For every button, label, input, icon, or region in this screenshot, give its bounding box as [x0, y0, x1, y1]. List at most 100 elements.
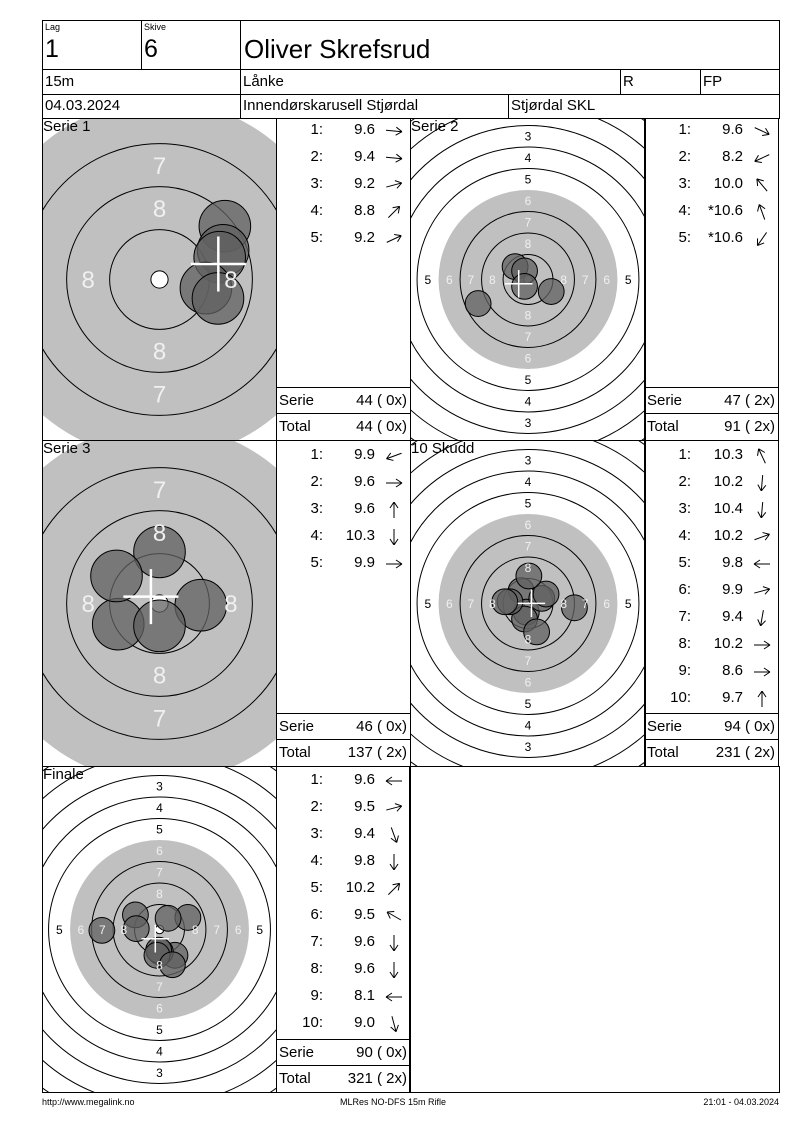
- arrow-path: [753, 559, 770, 569]
- arrow-path: [387, 882, 401, 896]
- ring-4: [411, 146, 645, 413]
- arrow-glyph: [386, 559, 403, 569]
- ring-5: [416, 492, 640, 715]
- shot-number: 5:: [678, 554, 691, 571]
- direction-arrow-icon: [390, 1016, 399, 1032]
- shot-row: 4:8.8: [277, 197, 411, 224]
- shot-row: 2:8.2: [645, 143, 779, 170]
- ring-label: 8: [153, 520, 166, 547]
- skive-label: Skive: [144, 22, 167, 32]
- ring-label: 8: [156, 887, 163, 901]
- ring-label: 5: [525, 373, 532, 387]
- shot-score: 9.5: [354, 798, 375, 815]
- ring-label: 7: [582, 273, 589, 287]
- serie-value: 46 ( 0x): [356, 718, 407, 735]
- arrow-glyph: [386, 452, 402, 461]
- ring-label: 5: [525, 697, 532, 711]
- ring-label: 7: [156, 980, 163, 994]
- total-label: Total: [647, 418, 679, 435]
- direction-arrow-icon: [756, 178, 768, 192]
- ring-label: 8: [224, 267, 237, 294]
- ring-label: 4: [525, 395, 532, 409]
- shot-row: 4:10.2: [645, 522, 779, 549]
- ring-label: 7: [213, 923, 220, 937]
- ring-label: 8: [525, 309, 532, 323]
- direction-arrow-icon: [386, 452, 402, 461]
- shot-hole: [88, 916, 116, 944]
- direction-arrow-icon: [386, 911, 402, 921]
- ring-label: 6: [156, 844, 163, 858]
- ring-3: [411, 449, 645, 758]
- arrow-glyph: [756, 178, 768, 192]
- shot-number: 3:: [310, 500, 323, 517]
- ring-label: 7: [153, 706, 166, 733]
- total-value: 137 ( 2x): [347, 744, 407, 761]
- footer-url[interactable]: http://www.megalink.no: [42, 1097, 135, 1107]
- ring-label: 7: [153, 382, 166, 409]
- shot-score: 9.6: [722, 121, 743, 138]
- shot-hole: [154, 904, 182, 932]
- direction-arrow-icon: [385, 126, 403, 136]
- shot-row: 6:9.9: [645, 576, 779, 603]
- shot-score: 10.0: [713, 175, 743, 192]
- shot-row: 8:9.6: [277, 955, 411, 982]
- ring-label: 8: [81, 267, 94, 294]
- ring-label: 5: [625, 273, 632, 287]
- ring-label: 8: [489, 597, 496, 611]
- shot-number: 5:: [678, 229, 691, 246]
- shot-row: 3:10.4: [645, 495, 779, 522]
- total-value: 231 ( 2x): [715, 744, 775, 761]
- ring-7: [459, 535, 597, 672]
- lag-cell: Lag 1: [42, 20, 142, 70]
- ring-label: 8: [153, 196, 166, 223]
- arrow-path: [757, 448, 766, 464]
- shot-row: 1:9.9: [277, 441, 411, 468]
- shot-score: *10.6: [707, 229, 743, 246]
- shot-row: 3:9.6: [277, 495, 411, 522]
- shot-hole: [90, 549, 143, 603]
- shot-number: 6:: [310, 906, 323, 923]
- ring-10: [150, 270, 169, 289]
- shooter-name-cell: Oliver Skrefsrud: [240, 20, 780, 70]
- ring-label: 3: [156, 780, 163, 794]
- ring-label: 4: [525, 475, 532, 489]
- shot-row: 5: *10.6: [645, 224, 779, 251]
- shot-score: 8.2: [722, 148, 743, 165]
- ring-label: 5: [256, 923, 263, 937]
- direction-arrow-icon: [754, 667, 771, 677]
- shot-row: 4:9.8: [277, 847, 411, 874]
- serie-value: 90 ( 0x): [356, 1044, 407, 1061]
- arrow-path: [390, 1016, 399, 1032]
- arrow-glyph: [389, 854, 399, 870]
- shot-hole: [491, 588, 519, 616]
- distance: 15m: [42, 69, 241, 95]
- arrow-glyph: [757, 448, 766, 464]
- arrow-glyph: [757, 475, 767, 491]
- ring-label: 7: [153, 153, 166, 180]
- shot-number: 1:: [310, 121, 323, 138]
- ring-label: 8: [560, 273, 567, 287]
- shot-score: 8.6: [722, 662, 743, 679]
- shot-number: 2:: [678, 473, 691, 490]
- shot-number: 3:: [678, 500, 691, 517]
- shot-score: 10.3: [713, 446, 743, 463]
- ring-label: 4: [525, 151, 532, 165]
- direction-arrow-icon: [754, 127, 770, 136]
- direction-arrow-icon: [386, 478, 403, 488]
- ring-label: 8: [120, 923, 127, 937]
- direction-arrow-icon: [387, 882, 401, 896]
- total-label: Total: [279, 744, 311, 761]
- arrow-path: [389, 935, 399, 951]
- arrow-glyph: [753, 559, 770, 569]
- shot-number: 2:: [310, 798, 323, 815]
- ring-label: 8: [153, 339, 166, 366]
- arrow-path: [386, 180, 403, 189]
- shot-row: 3:10.0: [645, 170, 779, 197]
- arrow-glyph: [757, 610, 766, 626]
- shot-number: 8:: [310, 960, 323, 977]
